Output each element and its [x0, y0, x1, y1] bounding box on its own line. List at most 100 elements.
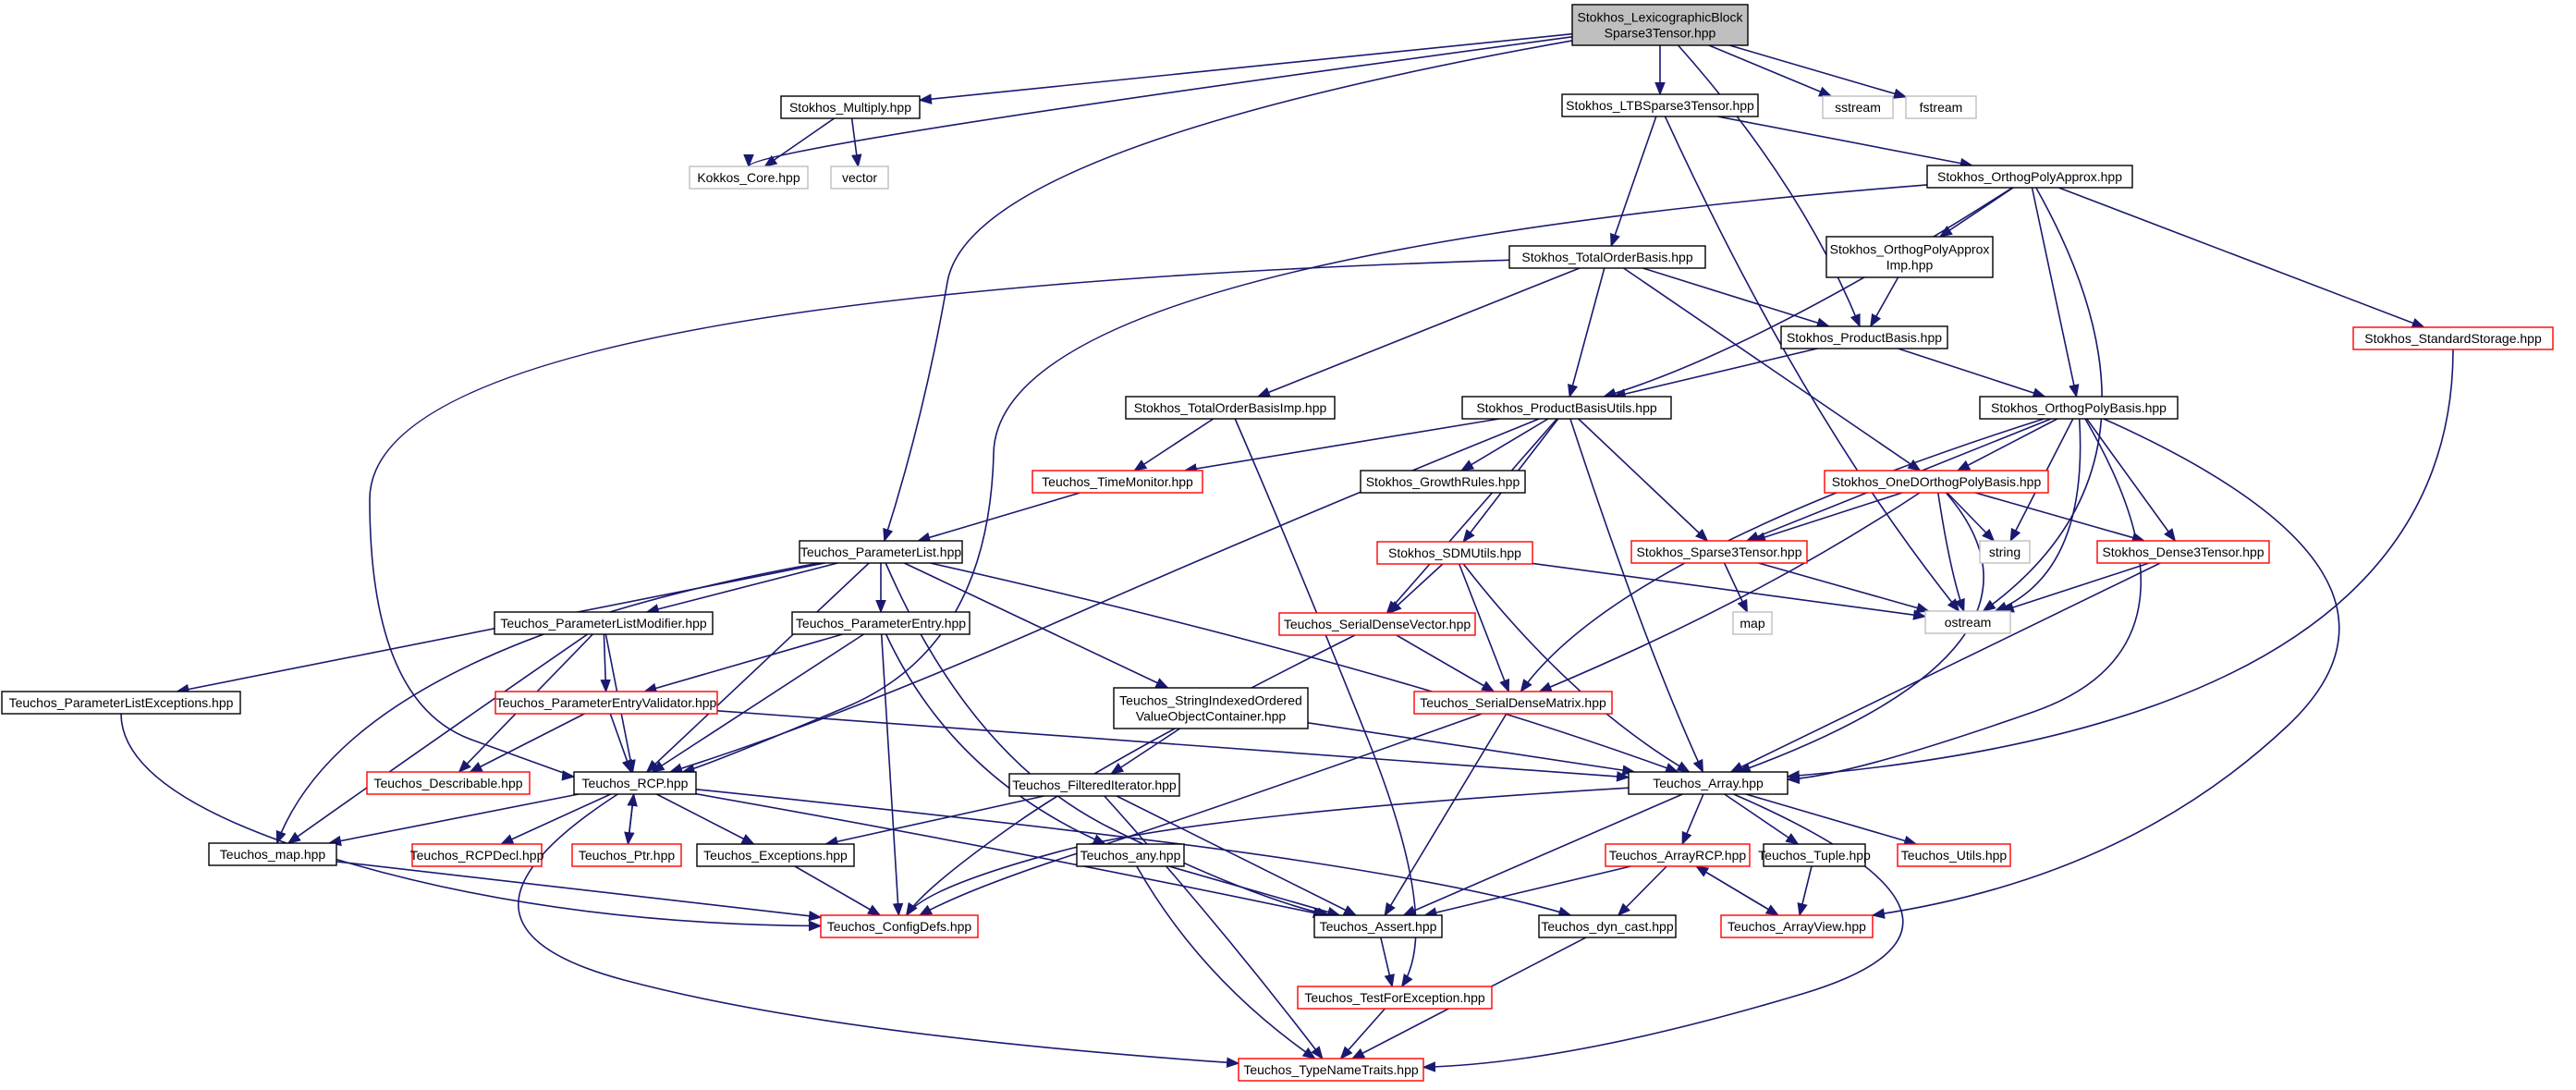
node-filtered[interactable]: Teuchos_FilteredIterator.hpp: [1008, 773, 1180, 797]
node-testforexc[interactable]: Teuchos_TestForException.hpp: [1297, 986, 1493, 1010]
node-sdmatrix[interactable]: Teuchos_SerialDenseMatrix.hpp: [1413, 691, 1613, 715]
node-box-dense3[interactable]: [2096, 540, 2270, 564]
node-box-rcp[interactable]: [573, 771, 697, 795]
node-sdmutils[interactable]: Stokhos_SDMUtils.hpp: [1376, 541, 1533, 565]
node-paramlist[interactable]: Teuchos_ParameterList.hpp: [799, 540, 963, 564]
node-box-totalorderimp[interactable]: [1125, 396, 1336, 420]
node-timemonitor[interactable]: Teuchos_TimeMonitor.hpp: [1032, 470, 1203, 494]
node-ltb[interactable]: Stokhos_LTBSparse3Tensor.hpp: [1561, 93, 1759, 117]
node-box-map[interactable]: [1732, 611, 1773, 635]
node-stringindexed[interactable]: Teuchos_StringIndexedOrderedValueObjectC…: [1113, 687, 1309, 729]
node-rcpdecl[interactable]: Teuchos_RCPDecl.hpp: [410, 843, 544, 867]
node-box-testforexc[interactable]: [1297, 986, 1493, 1010]
node-arrayview[interactable]: Teuchos_ArrayView.hpp: [1720, 914, 1874, 938]
node-box-sstream[interactable]: [1822, 95, 1894, 119]
node-describable[interactable]: Teuchos_Describable.hpp: [366, 771, 531, 795]
node-box-multiply[interactable]: [780, 95, 921, 119]
node-totalorderimp[interactable]: Stokhos_TotalOrderBasisImp.hpp: [1125, 396, 1336, 420]
node-box-arrayview[interactable]: [1720, 914, 1874, 938]
node-box-onedortho[interactable]: [1824, 470, 2049, 494]
node-box-array[interactable]: [1628, 771, 1789, 795]
node-fstream[interactable]: fstream: [1905, 95, 1977, 119]
node-box-vector[interactable]: [830, 165, 889, 190]
node-box-tuple[interactable]: [1763, 843, 1866, 867]
node-box-typename[interactable]: [1238, 1058, 1424, 1082]
node-box-ptr[interactable]: [571, 843, 682, 867]
node-array[interactable]: Teuchos_Array.hpp: [1628, 771, 1789, 795]
node-box-ostream[interactable]: [1924, 610, 2011, 634]
node-paramentry[interactable]: Teuchos_ParameterEntry.hpp: [791, 611, 971, 635]
node-box-sparse3[interactable]: [1630, 540, 1808, 564]
node-productbasisutils[interactable]: Stokhos_ProductBasisUtils.hpp: [1461, 396, 1672, 420]
node-box-paramentry[interactable]: [791, 611, 971, 635]
node-multiply[interactable]: Stokhos_Multiply.hpp: [780, 95, 921, 119]
node-plexceptions[interactable]: Teuchos_ParameterListExceptions.hpp: [1, 691, 241, 715]
node-box-sdmutils[interactable]: [1376, 541, 1533, 565]
node-box-string[interactable]: [1979, 540, 2031, 564]
node-box-sdmatrix[interactable]: [1413, 691, 1613, 715]
node-ostream[interactable]: ostream: [1924, 610, 2011, 634]
node-vector[interactable]: vector: [830, 165, 889, 190]
node-box-plexceptions[interactable]: [1, 691, 241, 715]
node-box-exceptions[interactable]: [696, 843, 855, 867]
node-configdefs[interactable]: Teuchos_ConfigDefs.hpp: [820, 914, 979, 938]
node-box-any[interactable]: [1076, 843, 1185, 867]
node-box-configdefs[interactable]: [820, 914, 979, 938]
node-box-sdvector[interactable]: [1278, 612, 1476, 636]
node-sstream[interactable]: sstream: [1822, 95, 1894, 119]
node-totalorder[interactable]: Stokhos_TotalOrderBasis.hpp: [1508, 245, 1706, 269]
node-box-productbasis[interactable]: [1780, 325, 1948, 349]
node-box-pevalidator[interactable]: [494, 691, 718, 715]
node-tuple[interactable]: Teuchos_Tuple.hpp: [1758, 843, 1871, 867]
node-dense3[interactable]: Stokhos_Dense3Tensor.hpp: [2096, 540, 2270, 564]
node-box-describable[interactable]: [366, 771, 531, 795]
node-arrayrcp[interactable]: Teuchos_ArrayRCP.hpp: [1605, 843, 1751, 867]
node-standardstorage[interactable]: Stokhos_StandardStorage.hpp: [2352, 326, 2554, 350]
node-orthopolyapprox[interactable]: Stokhos_OrthogPolyApprox.hpp: [1926, 165, 2133, 189]
node-box-totalorder[interactable]: [1508, 245, 1706, 269]
node-root[interactable]: Stokhos_LexicographicBlockSparse3Tensor.…: [1571, 4, 1749, 46]
node-box-assert[interactable]: [1313, 914, 1443, 938]
node-tmap[interactable]: Teuchos_map.hpp: [208, 842, 337, 866]
node-box-filtered[interactable]: [1008, 773, 1180, 797]
node-growthrules[interactable]: Stokhos_GrowthRules.hpp: [1360, 470, 1526, 494]
node-box-stringindexed[interactable]: [1113, 687, 1309, 729]
node-box-ltb[interactable]: [1561, 93, 1759, 117]
node-sdvector[interactable]: Teuchos_SerialDenseVector.hpp: [1278, 612, 1476, 636]
node-box-growthrules[interactable]: [1360, 470, 1526, 494]
node-box-root[interactable]: [1571, 4, 1749, 46]
node-box-arrayrcp[interactable]: [1605, 843, 1751, 867]
node-box-orthopolybasis[interactable]: [1979, 396, 2179, 420]
node-box-productbasisutils[interactable]: [1461, 396, 1672, 420]
node-utils[interactable]: Teuchos_Utils.hpp: [1897, 843, 2011, 867]
node-box-paramlist[interactable]: [799, 540, 963, 564]
node-box-standardstorage[interactable]: [2352, 326, 2554, 350]
node-onedortho[interactable]: Stokhos_OneDOrthogPolyBasis.hpp: [1824, 470, 2049, 494]
node-kokkos[interactable]: Kokkos_Core.hpp: [689, 165, 809, 190]
node-box-utils[interactable]: [1897, 843, 2011, 867]
node-productbasis[interactable]: Stokhos_ProductBasis.hpp: [1780, 325, 1948, 349]
node-box-rcpdecl[interactable]: [411, 843, 543, 867]
node-dyncast[interactable]: Teuchos_dyn_cast.hpp: [1538, 914, 1677, 938]
node-box-kokkos[interactable]: [689, 165, 809, 190]
node-box-fstream[interactable]: [1905, 95, 1977, 119]
node-plmodifier[interactable]: Teuchos_ParameterListModifier.hpp: [494, 611, 714, 635]
node-assert[interactable]: Teuchos_Assert.hpp: [1313, 914, 1443, 938]
node-typename[interactable]: Teuchos_TypeNameTraits.hpp: [1238, 1058, 1424, 1082]
node-orthopolybasis[interactable]: Stokhos_OrthogPolyBasis.hpp: [1979, 396, 2179, 420]
node-box-dyncast[interactable]: [1538, 914, 1677, 938]
node-ptr[interactable]: Teuchos_Ptr.hpp: [571, 843, 682, 867]
node-exceptions[interactable]: Teuchos_Exceptions.hpp: [696, 843, 855, 867]
node-string[interactable]: string: [1979, 540, 2031, 564]
node-box-timemonitor[interactable]: [1032, 470, 1203, 494]
node-pevalidator[interactable]: Teuchos_ParameterEntryValidator.hpp: [494, 691, 718, 715]
node-rcp[interactable]: Teuchos_RCP.hpp: [573, 771, 697, 795]
node-sparse3[interactable]: Stokhos_Sparse3Tensor.hpp: [1630, 540, 1808, 564]
node-any[interactable]: Teuchos_any.hpp: [1076, 843, 1185, 867]
node-box-plmodifier[interactable]: [494, 611, 714, 635]
node-map[interactable]: map: [1732, 611, 1773, 635]
node-box-orthoapproximp[interactable]: [1825, 236, 1994, 278]
node-box-orthopolyapprox[interactable]: [1926, 165, 2133, 189]
node-box-tmap[interactable]: [208, 842, 337, 866]
